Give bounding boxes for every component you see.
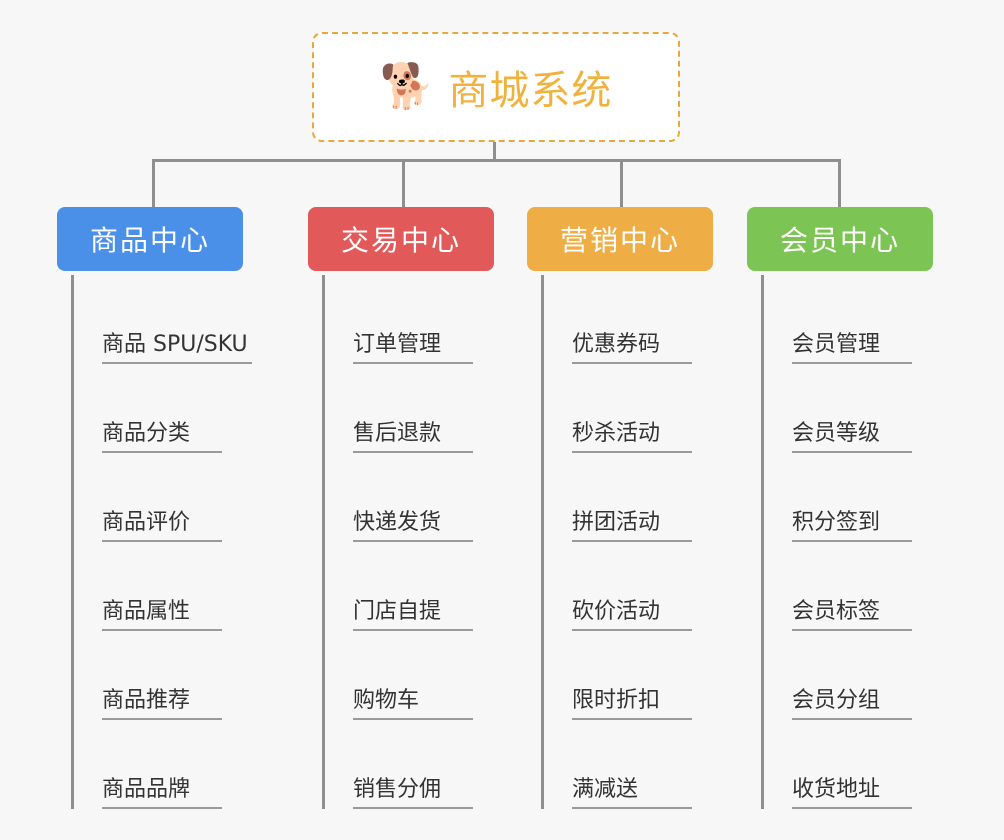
branch-column-trade-center: 交易中心 订单管理 售后退款 快递发货 门店自提 购物车 销售分佣 [308,207,494,809]
branch-leaves-product-center: 商品 SPU/SKU 商品分类 商品评价 商品属性 商品推荐 商品品牌 [57,275,252,809]
leaf-label: 秒杀活动 [572,415,692,453]
leaf-label: 拼团活动 [572,504,692,542]
branch-spine [322,275,325,809]
connector-root-stem [493,142,496,161]
leaf-label: 会员管理 [792,326,912,364]
branch-leaves-marketing-center: 优惠券码 秒杀活动 拼团活动 砍价活动 限时折扣 满减送 [527,275,713,809]
connector-drop-3 [620,159,623,207]
list-item[interactable]: 优惠券码 [527,275,713,364]
leaf-label: 商品 SPU/SKU [102,326,252,364]
branch-header-member-center[interactable]: 会员中心 [747,207,933,271]
branch-leaves-member-center: 会员管理 会员等级 积分签到 会员标签 会员分组 收货地址 [747,275,933,809]
list-item[interactable]: 商品品牌 [57,720,252,809]
list-item[interactable]: 门店自提 [308,542,494,631]
list-item[interactable]: 商品分类 [57,364,252,453]
branch-column-marketing-center: 营销中心 优惠券码 秒杀活动 拼团活动 砍价活动 限时折扣 满减送 [527,207,713,809]
leaf-label: 会员标签 [792,593,912,631]
connector-drop-4 [838,159,841,207]
branch-header-trade-center[interactable]: 交易中心 [308,207,494,271]
leaf-label: 订单管理 [353,326,473,364]
list-item[interactable]: 商品推荐 [57,631,252,720]
list-item[interactable]: 会员标签 [747,542,933,631]
leaf-label: 限时折扣 [572,682,692,720]
root-node-title: 商城系统 [448,68,613,114]
list-item[interactable]: 销售分佣 [308,720,494,809]
list-item[interactable]: 积分签到 [747,453,933,542]
list-item[interactable]: 限时折扣 [527,631,713,720]
leaf-label: 商品品牌 [102,771,222,809]
leaf-label: 售后退款 [353,415,473,453]
root-node[interactable]: 🐕 商城系统 [312,32,680,142]
leaf-label: 收货地址 [792,771,912,809]
leaf-label: 购物车 [353,682,473,720]
list-item[interactable]: 快递发货 [308,453,494,542]
leaf-label: 会员分组 [792,682,912,720]
list-item[interactable]: 拼团活动 [527,453,713,542]
branch-leaves-trade-center: 订单管理 售后退款 快递发货 门店自提 购物车 销售分佣 [308,275,494,809]
list-item[interactable]: 商品 SPU/SKU [57,275,252,364]
leaf-label: 砍价活动 [572,593,692,631]
list-item[interactable]: 砍价活动 [527,542,713,631]
branch-spine [71,275,74,809]
branch-spine [541,275,544,809]
leaf-label: 门店自提 [353,593,473,631]
list-item[interactable]: 收货地址 [747,720,933,809]
list-item[interactable]: 会员管理 [747,275,933,364]
leaf-label: 商品属性 [102,593,222,631]
list-item[interactable]: 商品评价 [57,453,252,542]
list-item[interactable]: 订单管理 [308,275,494,364]
leaf-label: 积分签到 [792,504,912,542]
leaf-label: 销售分佣 [353,771,473,809]
connector-drop-1 [152,159,155,207]
branch-column-product-center: 商品中心 商品 SPU/SKU 商品分类 商品评价 商品属性 商品推荐 商品品牌 [57,207,252,809]
list-item[interactable]: 购物车 [308,631,494,720]
list-item[interactable]: 售后退款 [308,364,494,453]
shiba-inu-dog-face-icon: 🐕 [379,61,435,112]
list-item[interactable]: 满减送 [527,720,713,809]
leaf-label: 满减送 [572,771,692,809]
branch-column-member-center: 会员中心 会员管理 会员等级 积分签到 会员标签 会员分组 收货地址 [747,207,933,809]
branch-header-marketing-center[interactable]: 营销中心 [527,207,713,271]
connector-horizontal-bus [152,159,838,162]
branch-header-product-center[interactable]: 商品中心 [57,207,243,271]
connector-drop-2 [402,159,405,207]
branch-spine [761,275,764,809]
leaf-label: 优惠券码 [572,326,692,364]
leaf-label: 商品分类 [102,415,222,453]
list-item[interactable]: 商品属性 [57,542,252,631]
leaf-label: 会员等级 [792,415,912,453]
list-item[interactable]: 会员分组 [747,631,933,720]
list-item[interactable]: 会员等级 [747,364,933,453]
root-node-content: 🐕 商城系统 [380,58,613,116]
leaf-label: 商品评价 [102,504,222,542]
leaf-label: 商品推荐 [102,682,222,720]
leaf-label: 快递发货 [353,504,473,542]
list-item[interactable]: 秒杀活动 [527,364,713,453]
